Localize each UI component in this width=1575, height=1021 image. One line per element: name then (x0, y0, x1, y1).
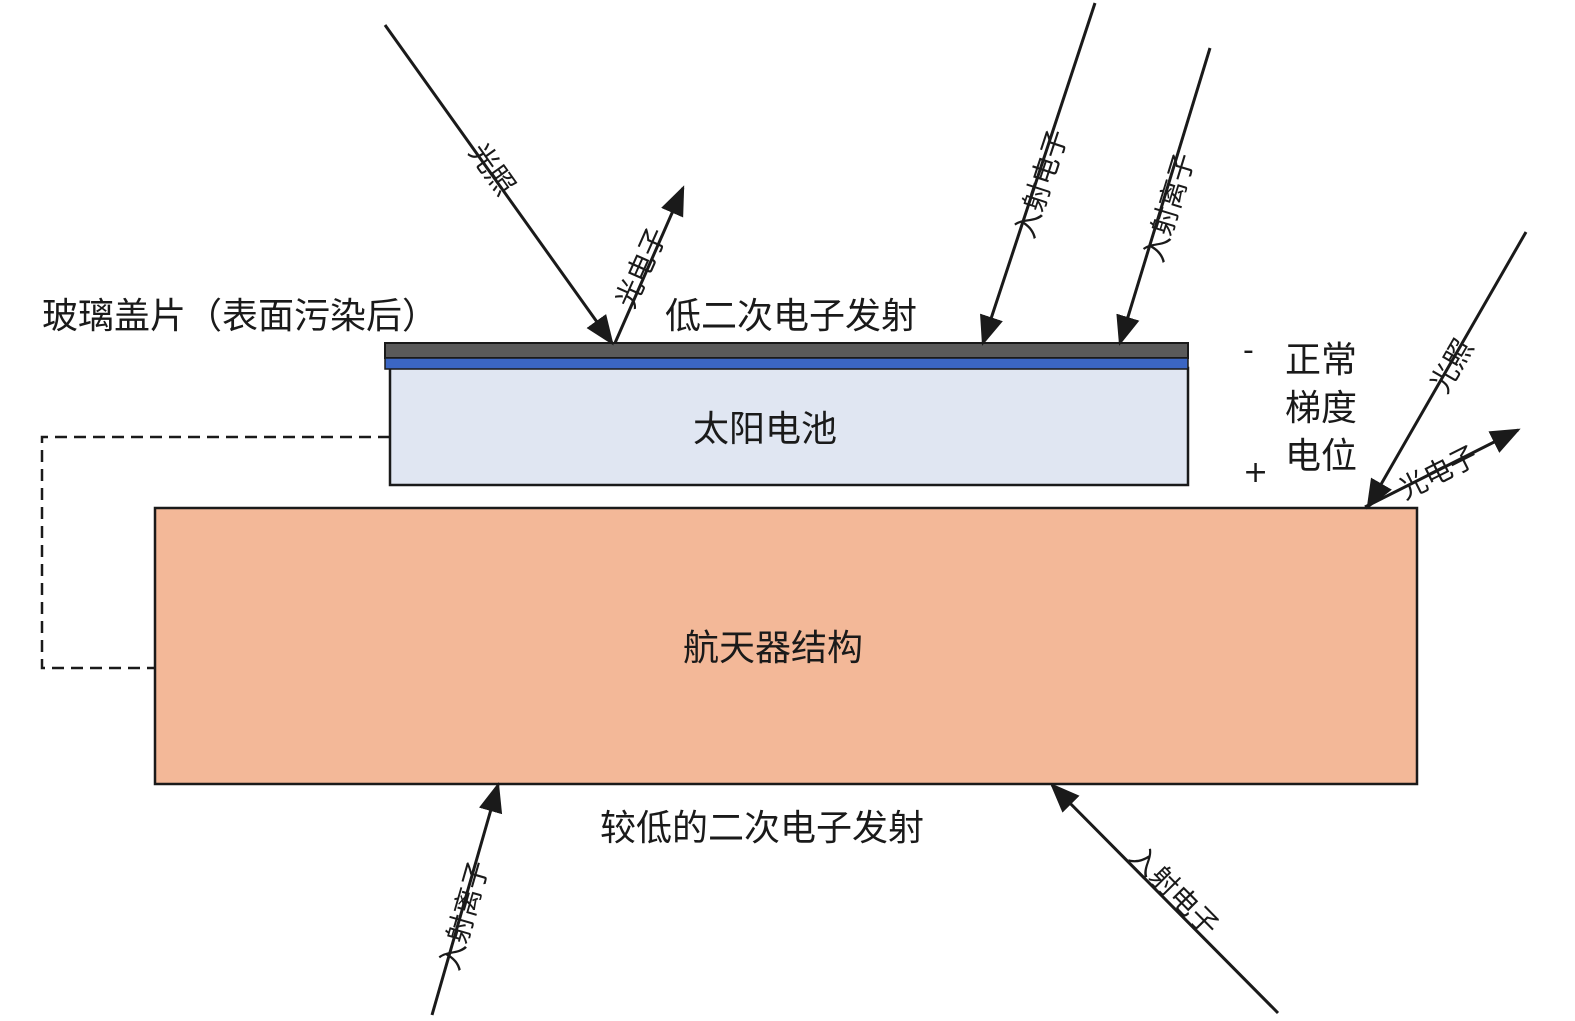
incident-electron-arrow-top: 入射电子 (980, 2, 1097, 346)
solar-cell-label: 太阳电池 (693, 409, 837, 450)
lower-secondary-emission-label: 较低的二次电子发射 (600, 808, 924, 849)
plus-sign: + (1243, 455, 1268, 490)
incident-electron-label-bottom: 入射电子 (1123, 840, 1225, 943)
incident-electron-arrow-bottom: 入射电子 (1049, 782, 1280, 1015)
solar-cell-block (388, 366, 1190, 487)
spacecraft-structure-label: 航天器结构 (683, 628, 863, 669)
incident-electron-label-top: 入射电子 (1008, 125, 1074, 242)
low-secondary-emission-label: 低二次电子发射 (665, 296, 917, 337)
gradient-label-line1: 正常 (1285, 340, 1357, 381)
minus-sign: - (1243, 333, 1254, 368)
glass-cover-layer (384, 342, 1189, 359)
dashed-connection (40, 435, 390, 670)
gradient-label-line2: 梯度 (1285, 388, 1357, 429)
spacecraft-structure-block (153, 506, 1419, 786)
illumination-label-right: 光照 (1423, 333, 1480, 398)
glass-blue-layer (384, 357, 1189, 370)
incident-ion-arrow-top: 入射离子 (1116, 47, 1212, 346)
gradient-label-line3: 电位 (1285, 436, 1357, 477)
incident-ion-label-top: 入射离子 (1137, 149, 1201, 266)
photoelectron-arrow-right: 光电子 (1364, 428, 1521, 509)
photoelectron-label-right: 光电子 (1393, 439, 1483, 506)
photoelectron-label-top: 光电子 (609, 223, 673, 313)
incident-ion-label-bottom: 入射离子 (433, 857, 496, 974)
glass-cover-label: 玻璃盖片（表面污染后） (42, 296, 438, 337)
incident-ion-arrow-bottom: 入射离子 (430, 782, 503, 1016)
